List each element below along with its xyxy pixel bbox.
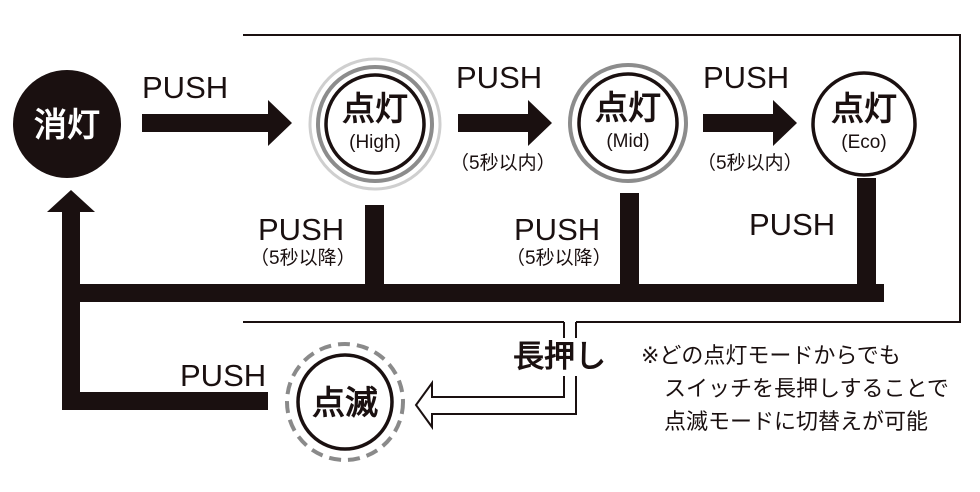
- off-label: 消灯: [34, 105, 100, 144]
- push-label-high-to-off: PUSH: [258, 212, 344, 247]
- eco-stem: [857, 178, 876, 302]
- forward-arrows: [142, 100, 797, 146]
- high-label: 点灯: [342, 89, 408, 128]
- arrow-high-to-mid: [458, 100, 552, 146]
- note: ※どの点灯モードからでも スイッチを長押しすることで 点滅モードに切替えが可能: [641, 344, 949, 435]
- return-path: [47, 178, 884, 410]
- off-circle: [13, 70, 121, 178]
- up-arrow-head: [47, 190, 95, 212]
- high-stem: [365, 205, 384, 295]
- blink-return-line: [62, 392, 268, 410]
- node-high: 点灯 (High): [308, 57, 442, 191]
- node-eco: 点灯 (Eco): [811, 71, 917, 177]
- mid-stem: [620, 193, 639, 295]
- push-label-high-to-mid: PUSH: [456, 60, 542, 95]
- blink-ring-inner: [296, 353, 394, 451]
- push-label-mid-to-off: PUSH: [514, 212, 600, 247]
- return-bus-line: [62, 284, 884, 302]
- push-label-blink-to-off: PUSH: [180, 358, 266, 393]
- arrow-mid-to-eco: [703, 100, 797, 146]
- push-label-eco-to-off: PUSH: [749, 207, 835, 242]
- push-label-off-to-high: PUSH: [142, 70, 228, 105]
- high-mode: (High): [349, 132, 401, 153]
- mid-label: 点灯: [595, 88, 661, 127]
- blink-label: 点滅: [312, 383, 378, 422]
- eco-ring: [811, 71, 917, 177]
- condition-label-mid-to-eco: （5秒以内）: [697, 152, 803, 174]
- long-press-label: 長押し: [513, 339, 606, 375]
- eco-mode: (Eco): [841, 132, 886, 153]
- long-press-arrow: [414, 322, 577, 431]
- arrow-off-to-high: [142, 100, 292, 146]
- node-mid: 点灯 (Mid): [568, 63, 688, 183]
- note-line-2: スイッチを長押しすることで: [664, 377, 949, 402]
- mid-ring-inner: [577, 72, 679, 174]
- push-label-mid-to-eco: PUSH: [703, 60, 789, 95]
- left-riser: [62, 210, 80, 410]
- condition-label-high-to-mid: （5秒以内）: [450, 152, 556, 174]
- node-blink: 点滅: [285, 342, 405, 462]
- node-off: 消灯: [13, 70, 121, 178]
- condition-label-high-to-off: （5秒以降）: [250, 247, 356, 269]
- lit-modes-box: [243, 34, 961, 323]
- condition-label-mid-to-off: （5秒以降）: [506, 247, 612, 269]
- note-line-3: 点滅モードに切替えが可能: [664, 410, 928, 435]
- note-line-1: ※どの点灯モードからでも: [641, 344, 901, 369]
- eco-label: 点灯: [831, 89, 897, 128]
- high-ring-inner: [324, 73, 426, 175]
- mid-mode: (Mid): [606, 131, 649, 152]
